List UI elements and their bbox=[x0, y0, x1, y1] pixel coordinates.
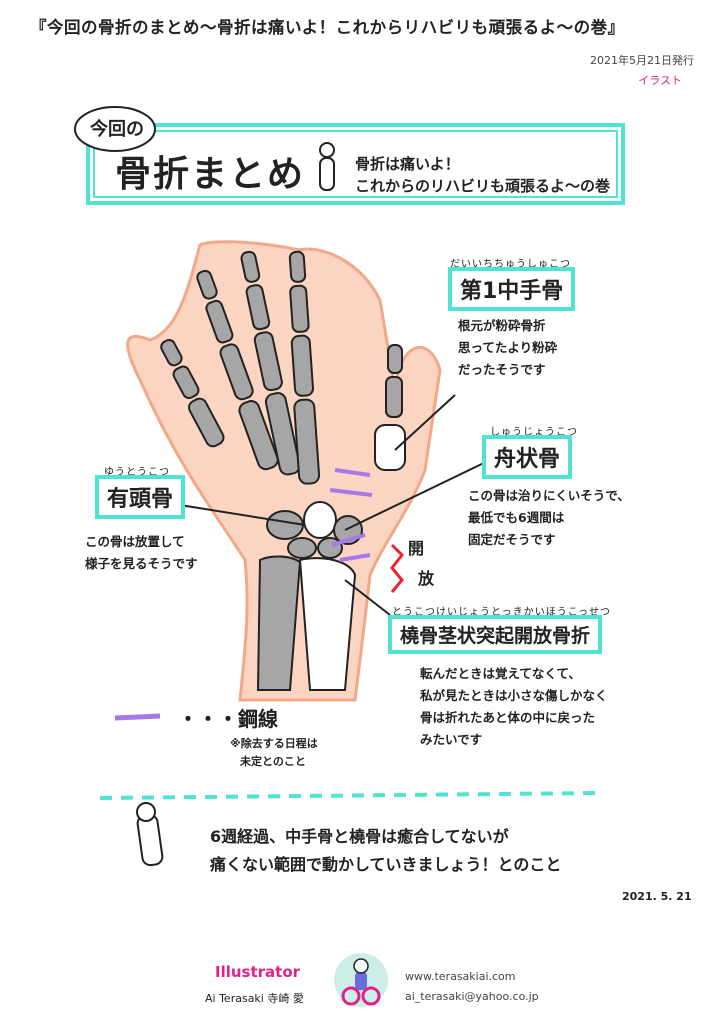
legend-label: ・・・鋼線 bbox=[178, 707, 278, 731]
illustrator-heading: Illustrator bbox=[215, 963, 301, 981]
capitate-ruby: ゆうとうこつ bbox=[104, 467, 170, 478]
scaphoid-note-line: 最低でも6週間は bbox=[468, 510, 565, 525]
radius-note-line: 私が見たときは小さな傷しかなく bbox=[420, 688, 608, 703]
website-link[interactable]: www.terasakiai.com bbox=[405, 970, 516, 983]
finger-bones bbox=[160, 250, 406, 485]
scaphoid-note: この骨は治りにくいそうで、 最低でも6週間は 固定だそうです bbox=[468, 485, 630, 551]
illustrator-name: Ai Terasaki 寺崎 愛 bbox=[205, 992, 304, 1005]
bone-character-icon bbox=[319, 142, 335, 191]
bottom-line-1: 6週経過、中手骨と橈骨は癒合してないが bbox=[210, 827, 509, 846]
dashed-divider bbox=[99, 791, 601, 800]
panel-subtitle-2: これからのリハビリも頑張るよ〜の巻 bbox=[355, 177, 611, 195]
category-link[interactable]: イラスト bbox=[638, 74, 682, 87]
radius-note: 転んだときは覚えてなくて、 私が見たときは小さな傷しかなく 骨は折れたあと体の中… bbox=[420, 663, 608, 751]
open-fracture-bracket bbox=[390, 543, 404, 593]
radius-note-line: みたいです bbox=[420, 732, 483, 747]
title-panel-frame bbox=[74, 106, 625, 205]
title-bubble: 今回の bbox=[90, 119, 144, 140]
metacarpal-note-line: だったそうです bbox=[458, 362, 546, 377]
email-link[interactable]: ai_terasaki@yahoo.co.jp bbox=[405, 990, 539, 1003]
radius-ruby: とうこつけいじょうとっきかいほうこっせつ bbox=[392, 607, 611, 618]
radius-note-line: 転んだときは覚えてなくて、 bbox=[420, 666, 581, 681]
steel-wires bbox=[329, 468, 373, 562]
metacarpal-note: 根元が粉砕骨折 思ってたより粉砕 だったそうです bbox=[458, 315, 557, 381]
capitate-note: この骨は放置して 様子を見るそうです bbox=[85, 531, 198, 575]
legend-note-2: 未定とのこと bbox=[240, 755, 306, 768]
capitate-term: 有頭骨 bbox=[95, 475, 186, 519]
radius-term: 橈骨茎状突起開放骨折 bbox=[388, 615, 603, 654]
open-char-1: 開 bbox=[408, 539, 425, 558]
scaphoid-term: 舟状骨 bbox=[482, 435, 573, 479]
publish-date: 2021年5月21日発行 bbox=[590, 54, 694, 67]
legend-wire-sample bbox=[114, 713, 161, 721]
hand-xray-drawing bbox=[74, 106, 625, 867]
legend-note-1: ※除去する日程は bbox=[230, 737, 318, 750]
forearm-bones bbox=[256, 555, 357, 691]
scaphoid-note-line: この骨は治りにくいそうで、 bbox=[468, 488, 630, 503]
open-char-2: 放 bbox=[418, 569, 435, 588]
capitate-note-line: 様子を見るそうです bbox=[85, 556, 198, 571]
scaphoid-note-line: 固定だそうです bbox=[468, 532, 556, 547]
cyclist-logo-icon bbox=[334, 953, 388, 1007]
bottom-line-2: 痛くない範囲で動かしていきましょう！とのこと bbox=[210, 855, 562, 874]
radius-note-line: 骨は折れたあと体の中に戻った bbox=[420, 710, 596, 725]
panel-title: 骨折まとめ bbox=[115, 154, 306, 195]
metacarpal-note-line: 思ってたより粉砕 bbox=[458, 340, 558, 355]
drawing-date: 2021. 5. 21 bbox=[622, 890, 692, 903]
panel-subtitle-1: 骨折は痛いよ！ bbox=[355, 155, 460, 173]
metacarpal-ruby: だいいちちゅうしゅこつ bbox=[450, 259, 571, 270]
metacarpal-term: 第1中手骨 bbox=[448, 267, 576, 311]
leader-lines bbox=[179, 394, 491, 616]
metacarpal-note-line: 根元が粉砕骨折 bbox=[458, 318, 546, 333]
page-title: 『今回の骨折のまとめ〜骨折は痛いよ！これからリハビリも頑張るよ〜の巻』 bbox=[30, 18, 625, 37]
bone-mascot-icon bbox=[136, 802, 164, 867]
scaphoid-ruby: しゅうじょうこつ bbox=[490, 427, 578, 438]
illustration: 今回の 骨折まとめ 骨折は痛いよ！ これからのリハビリも頑張るよ〜の巻 だいいち… bbox=[0, 95, 720, 925]
capitate-note-line: この骨は放置して bbox=[85, 534, 185, 549]
